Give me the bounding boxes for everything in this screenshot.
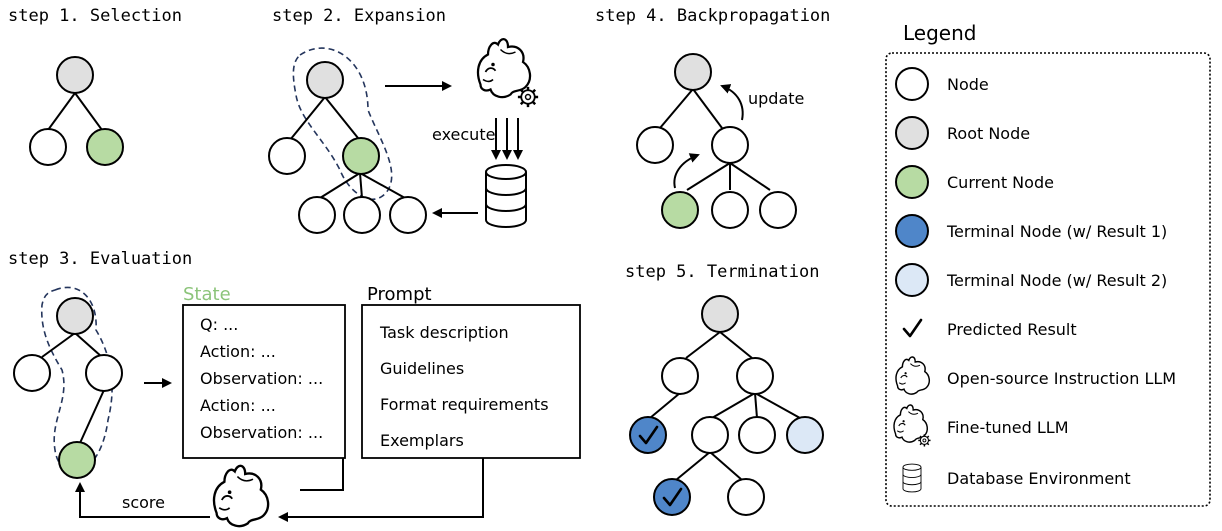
- step3-tree: [13, 286, 123, 479]
- legend-label: Root Node: [947, 124, 1030, 143]
- step4-tree: [636, 53, 797, 229]
- legend-item-database: Database Environment: [902, 463, 1131, 493]
- node: [727, 478, 765, 516]
- current-node: [342, 137, 380, 175]
- legend-item-predicted-result: Predicted Result: [902, 318, 1077, 339]
- selection-outline: [292, 47, 393, 201]
- node: [759, 191, 797, 229]
- root-node: [701, 295, 739, 333]
- legend-label: Terminal Node (w/ Result 1): [946, 222, 1167, 241]
- node: [343, 196, 381, 234]
- instruction-llm-icon: [212, 464, 270, 528]
- step3-title: step 3. Evaluation: [8, 249, 192, 269]
- legend-label: Node: [947, 75, 989, 94]
- state-line: Observation: ...: [200, 369, 323, 388]
- score-label: score: [122, 493, 165, 512]
- legend-item-fine-tuned-llm: Fine-tuned LLM: [893, 404, 1069, 448]
- legend-box: [885, 52, 1211, 507]
- terminal-node-1-icon: [895, 214, 929, 248]
- legend-item-instruction-llm: Open-source Instruction LLM: [895, 356, 1176, 395]
- node: [736, 357, 774, 395]
- legend-item-terminal-node-2: Terminal Node (w/ Result 2): [895, 263, 1167, 297]
- node: [298, 196, 336, 234]
- node: [268, 137, 306, 175]
- check-icon: [902, 318, 923, 338]
- state-line: Q: ...: [200, 315, 238, 334]
- node: [738, 416, 776, 454]
- database-icon: [485, 164, 527, 228]
- node: [13, 354, 51, 392]
- terminal-node-1: [629, 416, 667, 454]
- prompt-to-llm-line: [278, 458, 484, 522]
- check-icon: [662, 487, 683, 507]
- prompt-line: Format requirements: [380, 395, 549, 414]
- current-node-icon: [895, 165, 929, 199]
- root-node: [674, 53, 712, 91]
- legend-label: Database Environment: [947, 469, 1131, 488]
- legend-label: Current Node: [947, 173, 1054, 192]
- state-lines: Q: ... Action: ... Observation: ... Acti…: [200, 315, 323, 442]
- step1-tree: [29, 56, 124, 166]
- node: [661, 357, 699, 395]
- root-node: [306, 61, 344, 99]
- execute-label: execute: [432, 125, 495, 144]
- legend-item-current-node: Current Node: [895, 165, 1054, 199]
- state-box: [182, 304, 346, 459]
- fine-tuned-llm-icon: [476, 38, 540, 109]
- node: [711, 126, 749, 164]
- step5-tree: [629, 295, 824, 516]
- legend-item-terminal-node-1: Terminal Node (w/ Result 1): [895, 214, 1167, 248]
- root-node: [56, 297, 94, 335]
- terminal-node-1: [653, 478, 691, 516]
- prompt-line: Guidelines: [380, 359, 464, 378]
- node-icon: [895, 67, 929, 101]
- step2-tree: [268, 47, 427, 234]
- node: [711, 191, 749, 229]
- legend-label: Fine-tuned LLM: [947, 418, 1069, 437]
- node: [389, 196, 427, 234]
- state-line: Observation: ...: [200, 423, 323, 442]
- current-node: [58, 441, 96, 479]
- node: [85, 354, 123, 392]
- check-icon: [638, 425, 659, 445]
- prompt-lines: Task description Guidelines Format requi…: [379, 323, 549, 450]
- node: [636, 126, 674, 164]
- root-node-icon: [895, 116, 929, 150]
- legend-title: Legend: [903, 21, 976, 45]
- terminal-node-2: [786, 416, 824, 454]
- step5-title: step 5. Termination: [625, 262, 819, 282]
- prompt-box: [361, 304, 581, 459]
- state-to-llm-line: [300, 458, 344, 491]
- state-line: Action: ...: [200, 342, 276, 361]
- score-arrow: [75, 482, 210, 518]
- root-node: [56, 56, 94, 94]
- node: [691, 416, 729, 454]
- terminal-node-2-icon: [895, 263, 929, 297]
- update-arrow: [720, 84, 744, 121]
- database-icon: [902, 463, 922, 493]
- update-arrow: [673, 153, 700, 189]
- node: [29, 128, 67, 166]
- update-label: update: [748, 89, 804, 108]
- current-node: [86, 128, 124, 166]
- step1-title: step 1. Selection: [8, 6, 182, 26]
- step4-title: step 4. Backpropagation: [595, 6, 830, 26]
- legend-item-node: Node: [895, 67, 989, 101]
- state-line: Action: ...: [200, 396, 276, 415]
- legend-item-root-node: Root Node: [895, 116, 1030, 150]
- legend-label: Predicted Result: [947, 320, 1077, 339]
- current-node: [661, 191, 699, 229]
- state-title: State: [183, 284, 231, 305]
- prompt-line: Task description: [379, 323, 509, 342]
- prompt-line: Exemplars: [380, 431, 464, 450]
- legend-label: Open-source Instruction LLM: [947, 369, 1176, 388]
- legend-label: Terminal Node (w/ Result 2): [946, 271, 1167, 290]
- prompt-title: Prompt: [367, 284, 432, 305]
- step2-title: step 2. Expansion: [272, 6, 446, 26]
